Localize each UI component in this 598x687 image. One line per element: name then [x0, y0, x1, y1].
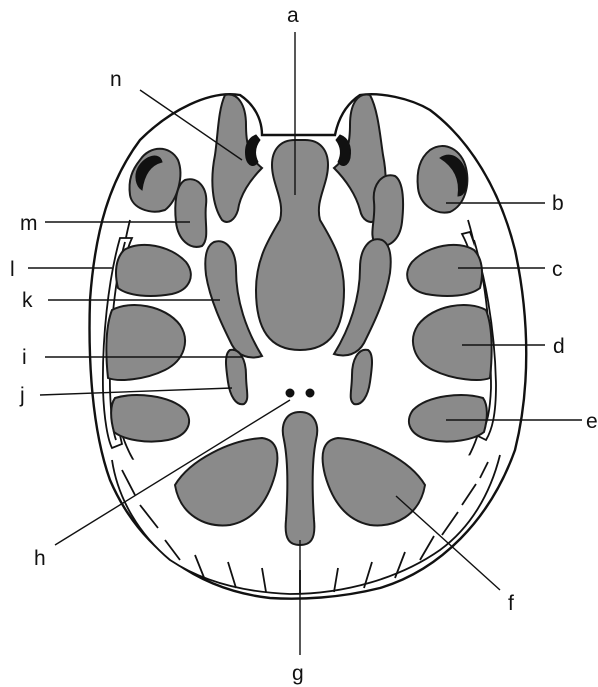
- label-c: c: [552, 258, 563, 281]
- label-k: k: [22, 289, 33, 312]
- label-i: i: [22, 346, 27, 369]
- lobe-m: [175, 179, 206, 247]
- label-e: e: [586, 410, 598, 433]
- label-d: d: [553, 335, 565, 358]
- label-n: n: [110, 68, 122, 91]
- lobe-m-right: [372, 175, 403, 245]
- label-a: a: [287, 4, 299, 27]
- label-g: g: [292, 662, 304, 685]
- label-b: b: [552, 192, 564, 215]
- dot-left: [286, 389, 294, 397]
- label-m: m: [20, 212, 38, 235]
- label-f: f: [508, 592, 514, 615]
- label-l: l: [10, 258, 15, 281]
- lobe-g: [283, 412, 317, 545]
- label-j: j: [19, 384, 25, 407]
- label-h: h: [34, 547, 46, 570]
- dot-right: [306, 389, 314, 397]
